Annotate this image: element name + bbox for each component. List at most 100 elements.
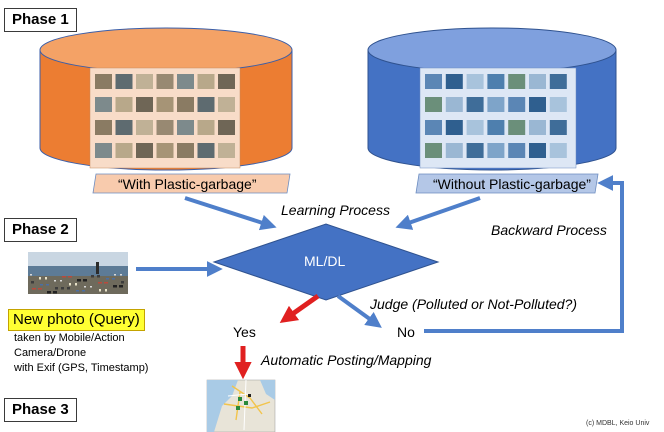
debris-speck: [104, 282, 108, 284]
with-garbage-thumbnail: [197, 97, 215, 112]
with-garbage-thumbnail: [218, 120, 235, 135]
with-label-bg: [92, 173, 291, 194]
with-garbage-thumbnail: [177, 120, 194, 135]
debris-speck: [32, 288, 36, 290]
with-garbage-thumbnail: [156, 120, 174, 135]
debris-speck: [91, 275, 94, 278]
judge-label: Judge (Polluted or Not-Polluted?): [370, 296, 578, 312]
without-garbage-thumbnail: [549, 74, 567, 89]
debris-speck: [62, 276, 66, 278]
with-garbage-thumbnail: [218, 143, 235, 158]
debris-speck: [106, 278, 109, 280]
query-desc-1: taken by Mobile/Action: [14, 332, 125, 344]
debris-speck: [45, 277, 47, 280]
query-desc-3: with Exif (GPS, Timestamp): [14, 362, 149, 374]
with-garbage-thumbnail: [197, 120, 215, 135]
without-garbage-thumbnail: [466, 74, 484, 89]
debris-speck: [38, 288, 42, 290]
debris-speck: [90, 286, 92, 288]
without-garbage-thumbnail: [487, 120, 505, 135]
with-garbage-thumbnail: [218, 97, 235, 112]
without-garbage-label: “Without Plastic-garbage”: [433, 176, 591, 192]
with-garbage-thumbnail: [115, 143, 133, 158]
learning-process-label: Learning Process: [281, 202, 390, 218]
phase-3-label: Phase 3: [4, 398, 77, 422]
debris-speck: [53, 291, 57, 294]
learning-arrow-right: [395, 196, 481, 230]
with-garbage-thumbnail: [177, 97, 194, 112]
without-garbage-thumbnail: [549, 97, 567, 112]
without-garbage-thumbnails: [425, 74, 567, 158]
debris-speck: [120, 274, 122, 276]
debris-speck: [54, 280, 56, 282]
without-garbage-thumbnail: [508, 120, 526, 135]
without-garbage-thumbnail: [445, 143, 463, 158]
debris-speck: [67, 287, 70, 290]
with-garbage-thumbnail: [156, 143, 174, 158]
debris-speck: [60, 280, 62, 282]
debris-speck: [82, 290, 85, 292]
debris-speck: [40, 284, 43, 286]
debris-speck: [30, 274, 32, 276]
without-label-bg: [415, 173, 599, 194]
debris-speck: [97, 275, 100, 278]
with-garbage-thumbnail: [95, 143, 112, 158]
with-garbage-label: “With Plastic-garbage”: [118, 176, 257, 192]
debris-speck: [61, 287, 64, 290]
without-garbage-thumbnail: [549, 143, 567, 158]
without-garbage-thumbnail: [445, 97, 463, 112]
with-garbage-thumbnail: [95, 74, 112, 89]
without-garbage-thumbnail: [425, 97, 442, 112]
learning-arrow-left: [184, 196, 277, 231]
debris-speck: [113, 285, 117, 288]
debris-speck: [121, 281, 124, 284]
with-garbage-thumbnail: [136, 143, 153, 158]
debris-speck: [83, 279, 87, 282]
without-garbage-thumbnail: [445, 120, 463, 135]
without-garbage-thumbnail: [466, 97, 484, 112]
with-garbage-thumbnail: [95, 97, 112, 112]
with-garbage-thumbnail: [115, 97, 133, 112]
phase-2-label: Phase 2: [4, 218, 77, 242]
with-garbage-thumbnail: [115, 120, 133, 135]
yes-label: Yes: [233, 324, 256, 340]
backward-process-arrow: [424, 175, 624, 333]
with-garbage-thumbnail: [136, 74, 153, 89]
debris-speck: [84, 286, 86, 288]
without-garbage-thumbnail: [529, 120, 546, 135]
garbage-debris: [30, 274, 124, 294]
debris-speck: [47, 291, 51, 294]
debris-speck: [105, 289, 107, 292]
without-garbage-database: [367, 27, 617, 171]
without-garbage-thumbnail: [529, 74, 546, 89]
yes-arrow: [279, 293, 320, 324]
without-garbage-thumbnail: [529, 143, 546, 158]
map-thumbnail: [206, 379, 276, 432]
query-photo: [28, 252, 128, 294]
with-garbage-thumbnail: [197, 143, 215, 158]
debris-speck: [69, 283, 71, 286]
debris-speck: [114, 274, 116, 276]
with-garbage-thumbnail: [136, 97, 153, 112]
debris-speck: [112, 278, 115, 280]
phase-1-label: Phase 1: [4, 8, 77, 32]
without-garbage-thumbnail: [508, 143, 526, 158]
backward-process-label: Backward Process: [491, 222, 607, 238]
ml-dl-diamond: [212, 223, 440, 301]
debris-speck: [68, 276, 72, 278]
without-garbage-thumbnail: [508, 97, 526, 112]
without-garbage-thumbnail: [487, 74, 505, 89]
debris-speck: [75, 283, 77, 286]
without-garbage-thumbnail: [549, 120, 567, 135]
debris-speck: [46, 284, 49, 286]
debris-speck: [99, 289, 101, 292]
debris-speck: [77, 279, 81, 282]
debris-speck: [55, 287, 58, 290]
without-garbage-thumbnail: [445, 74, 463, 89]
query-desc-2: Camera/Drone: [14, 347, 87, 359]
with-garbage-thumbnails: [95, 74, 235, 158]
with-garbage-thumbnail: [177, 74, 194, 89]
without-garbage-thumbnail: [466, 143, 484, 158]
with-garbage-database: [39, 27, 293, 171]
